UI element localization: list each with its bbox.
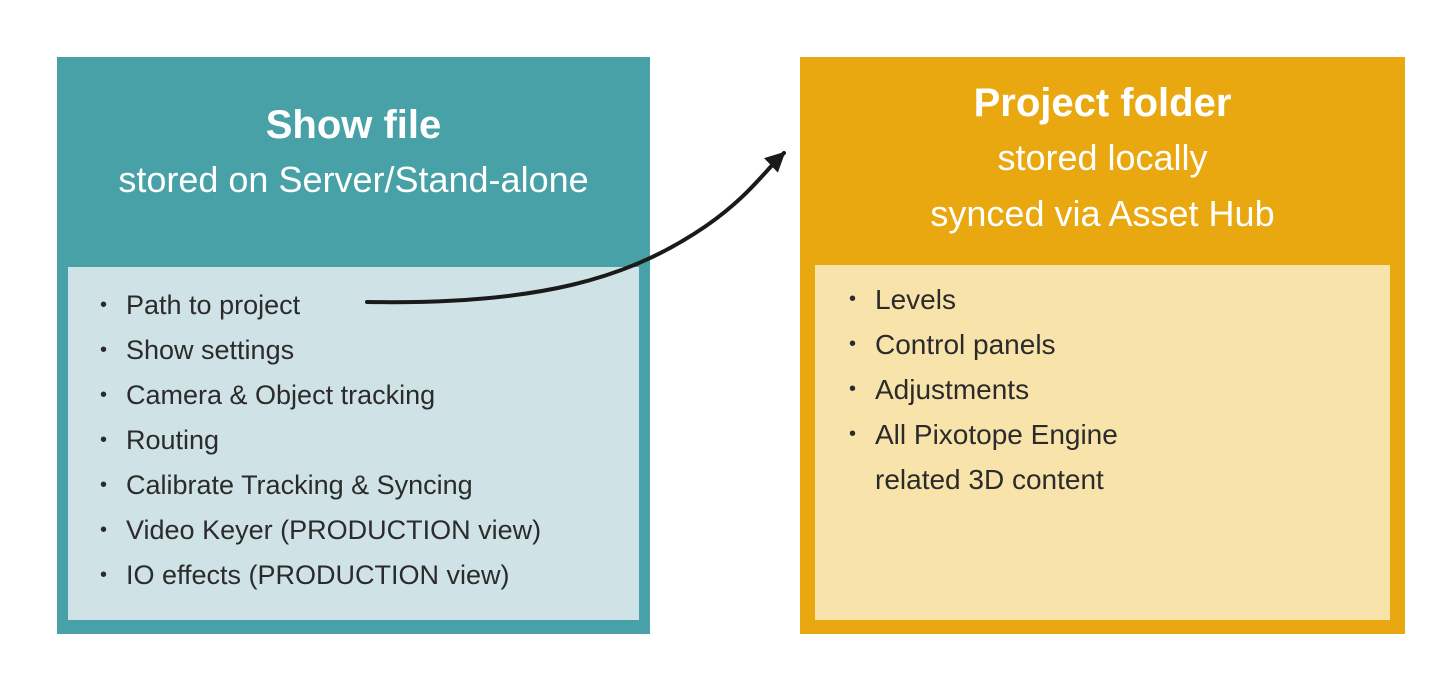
show-file-subtitle: stored on Server/Stand-alone (118, 159, 589, 200)
bullet-icon: • (849, 333, 857, 355)
list-item-label: All Pixotope Engine related 3D content (875, 419, 1118, 495)
show-file-list-item: • Calibrate Tracking & Syncing (100, 463, 629, 508)
project-folder-list-item: • All Pixotope Engine related 3D content (849, 412, 1380, 502)
list-item-label: Show settings (126, 335, 295, 365)
bullet-icon: • (100, 519, 108, 541)
show-file-list-item: • IO effects (PRODUCTION view) (100, 553, 629, 598)
bullet-icon: • (100, 429, 108, 451)
list-item-label: Path to project (126, 290, 301, 320)
project-folder-list-item: • Levels (849, 277, 1380, 322)
bullet-icon: • (849, 378, 857, 400)
bullet-icon: • (100, 474, 108, 496)
project-folder-subtitle-line1: stored locally (997, 137, 1208, 178)
show-file-title: Show file (265, 103, 442, 147)
project-folder-box: Project folder stored locally synced via… (800, 57, 1405, 634)
bullet-icon: • (849, 288, 857, 310)
list-item-label: Camera & Object tracking (126, 380, 436, 410)
bullet-icon: • (100, 294, 108, 316)
project-folder-list-item: • Control panels (849, 322, 1380, 367)
list-item-label: Levels (875, 284, 956, 315)
project-folder-list-panel: • Levels • Control panels • Adjustments … (815, 265, 1390, 620)
list-item-label: Adjustments (875, 374, 1030, 405)
show-file-box: Show file stored on Server/Stand-alone •… (57, 57, 650, 634)
project-folder-subtitle-line2: synced via Asset Hub (930, 193, 1275, 234)
show-file-list-item: • Path to project (100, 283, 629, 328)
project-folder-title: Project folder (973, 81, 1232, 125)
show-file-list-item: • Routing (100, 418, 629, 463)
show-file-list-item: • Video Keyer (PRODUCTION view) (100, 508, 629, 553)
list-item-label: Video Keyer (PRODUCTION view) (126, 515, 542, 545)
bullet-icon: • (100, 339, 108, 361)
bullet-icon: • (849, 423, 857, 445)
project-folder-list-item: • Adjustments (849, 367, 1380, 412)
list-item-label: Routing (126, 425, 220, 455)
show-file-list: • Path to project • Show settings • Came… (68, 267, 639, 598)
bullet-icon: • (100, 384, 108, 406)
project-folder-list: • Levels • Control panels • Adjustments … (815, 265, 1390, 502)
show-file-list-item: • Camera & Object tracking (100, 373, 629, 418)
list-item-label: IO effects (PRODUCTION view) (126, 560, 510, 590)
show-file-list-panel: • Path to project • Show settings • Came… (68, 267, 639, 620)
list-item-label: Control panels (875, 329, 1056, 360)
list-item-label: Calibrate Tracking & Syncing (126, 470, 473, 500)
bullet-icon: • (100, 564, 108, 586)
show-file-list-item: • Show settings (100, 328, 629, 373)
